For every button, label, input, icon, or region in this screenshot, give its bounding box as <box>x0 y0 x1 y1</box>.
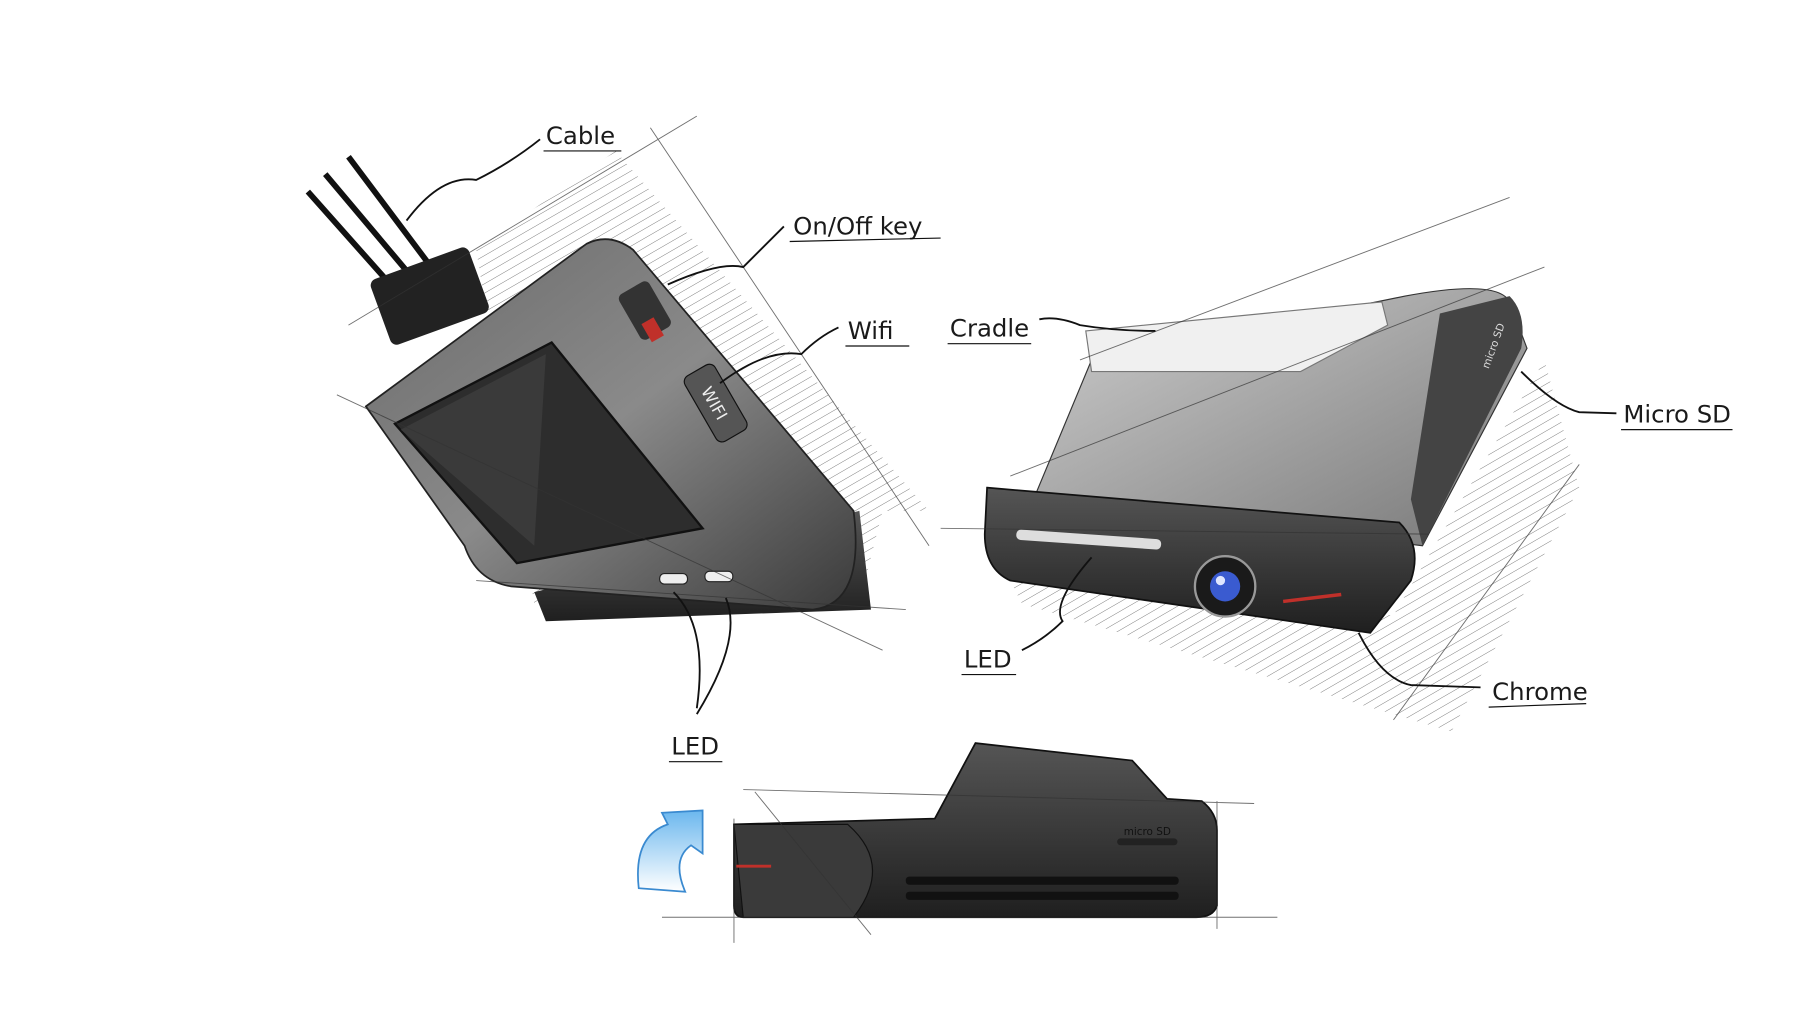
annotation-cradle: Cradle <box>947 314 1156 345</box>
vent-row-2 <box>905 891 1179 900</box>
vent-row-1 <box>905 876 1179 885</box>
annotation-chrome: Chrome <box>1357 632 1588 708</box>
annotation-cable: Cable <box>405 121 622 222</box>
micro-sd-slot <box>1117 838 1178 846</box>
annotation-on-off-key: On/Off key <box>667 212 941 286</box>
svg-text:Wifi: Wifi <box>848 316 894 345</box>
on-off-red-indicator <box>641 317 664 343</box>
svg-text:Cradle: Cradle <box>950 314 1029 343</box>
wifi-button: WIFI <box>683 363 748 443</box>
svg-text:LED: LED <box>964 645 1012 674</box>
cable-icon <box>305 155 489 345</box>
svg-text:Cable: Cable <box>546 121 615 150</box>
annotation-led-right: LED <box>961 556 1093 676</box>
cradle <box>1085 301 1389 373</box>
left-device-view: WIFI <box>305 115 930 651</box>
front-led-strip <box>1016 529 1162 550</box>
annotation-micro-sd: Micro SD <box>1520 370 1733 431</box>
svg-text:Micro SD: Micro SD <box>1623 400 1731 429</box>
svg-text:On/Off key: On/Off key <box>793 212 922 241</box>
right-device-front <box>983 486 1416 634</box>
svg-text:Chrome: Chrome <box>1492 677 1588 706</box>
svg-text:micro SD: micro SD <box>1124 826 1171 838</box>
led-indicator-1 <box>659 573 689 585</box>
red-led <box>1282 592 1342 604</box>
right-device-side <box>1410 296 1523 546</box>
rotate-arrow-icon <box>637 809 704 893</box>
led-indicator-2 <box>704 570 734 583</box>
bottom-side-view: micro SD <box>637 742 1278 943</box>
right-device-view: micro SD <box>940 196 1580 732</box>
annotation-led-left: LED <box>668 591 732 763</box>
shadow-hatching <box>1010 359 1580 732</box>
svg-text:LED: LED <box>671 732 719 761</box>
annotation-wifi: Wifi <box>719 316 910 384</box>
